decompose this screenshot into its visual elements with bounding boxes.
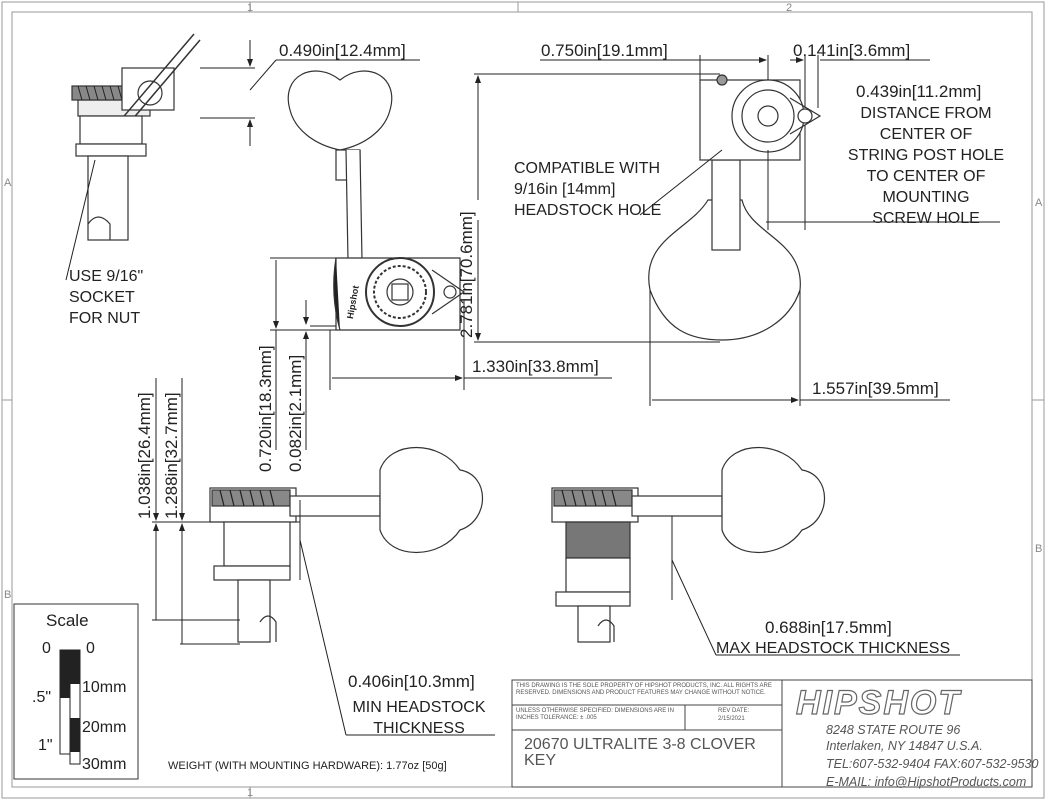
side-view-min [209, 447, 483, 643]
dim-key-width: 1.557in[39.5mm] [812, 379, 939, 398]
dim-screw-offset: 0.141in[3.6mm] [793, 41, 911, 60]
zone-top-2: 2 [786, 2, 793, 14]
title-tolerance: UNLESS OTHERWISE SPECIFIED: DIMENSIONS A… [516, 708, 674, 721]
scale-in-1: 1" [38, 737, 53, 754]
dim-post-offset: 0.750in[19.1mm] [541, 41, 668, 60]
hipshot-logo: HIPSHOT [795, 684, 962, 722]
scale-in-half: .5" [32, 689, 52, 706]
dim-overall-height: 2.781in[70.6mm] [457, 211, 476, 338]
note-socket: USE 9/16" SOCKET FOR NUT [69, 268, 144, 327]
label-max-thickness: MAX HEADSTOCK THICKNESS [716, 640, 951, 657]
title-block [511, 679, 1033, 788]
scale-mm-10: 10mm [82, 679, 127, 696]
zone-right-a: A [1035, 197, 1043, 209]
side-view-top-left [71, 33, 201, 241]
dim-head-width: 0.490in[12.4mm] [279, 41, 406, 60]
title-rev-date: 2/15/2021 [718, 716, 745, 722]
dimension-lines [65, 40, 1000, 736]
scale-mm-0: 0 [86, 640, 95, 657]
zone-left-b: B [4, 589, 12, 601]
zone-left-a: A [4, 177, 12, 189]
side-view-max [551, 447, 825, 643]
part-number: 20670 ULTRALITE 3-8 CLOVER [524, 736, 756, 753]
dim-housing-gap: 0.082in[2.1mm] [286, 354, 305, 472]
front-view-top-center [287, 70, 466, 331]
email: E-MAIL: info@HipshotProducts.com [826, 775, 1027, 789]
dim-min-thickness: 0.406in[10.3mm] [348, 672, 475, 691]
scale-mm-20: 20mm [82, 719, 127, 736]
address-street: 8248 STATE ROUTE 96 [826, 723, 961, 737]
dim-post-len-max: 1.288in[32.7mm] [162, 392, 181, 519]
part-number-line2: KEY [524, 752, 557, 769]
zone-right-b: B [1035, 543, 1043, 555]
title-rev-label: REV DATE: [718, 708, 750, 714]
zone-bottom-1: 1 [247, 787, 254, 799]
note-distance: DISTANCE FROM CENTER OF STRING POST HOLE… [847, 105, 1005, 227]
dim-max-thickness: 0.688in[17.5mm] [765, 618, 892, 637]
note-compatible: COMPATIBLE WITH 9/16in [14mm] HEADSTOCK … [514, 160, 662, 219]
zone-top-1: 1 [247, 2, 254, 14]
dim-post-to-screw: 0.439in[11.2mm] [856, 82, 982, 101]
title-notice: THIS DRAWING IS THE SOLE PROPERTY OF HIP… [516, 683, 772, 696]
dim-housing-height: 0.720in[18.3mm] [256, 345, 275, 472]
scale-box [13, 603, 139, 780]
scale-in-0: 0 [42, 640, 51, 657]
weight-note: WEIGHT (WITH MOUNTING HARDWARE): 1.77oz … [168, 760, 447, 772]
phone-fax: TEL:607-532-9404 FAX:607-532-9530 [826, 757, 1039, 771]
scale-mm-30: 30mm [82, 756, 127, 773]
label-min-thickness: MIN HEADSTOCK THICKNESS [352, 699, 486, 737]
dim-post-len-min: 1.038in[26.4mm] [135, 392, 154, 519]
scale-title: Scale [46, 611, 89, 630]
dim-housing-width: 1.330in[33.8mm] [472, 357, 599, 376]
front-view-top-right [648, 74, 822, 341]
address-city: Interlaken, NY 14847 U.S.A. [826, 739, 983, 753]
